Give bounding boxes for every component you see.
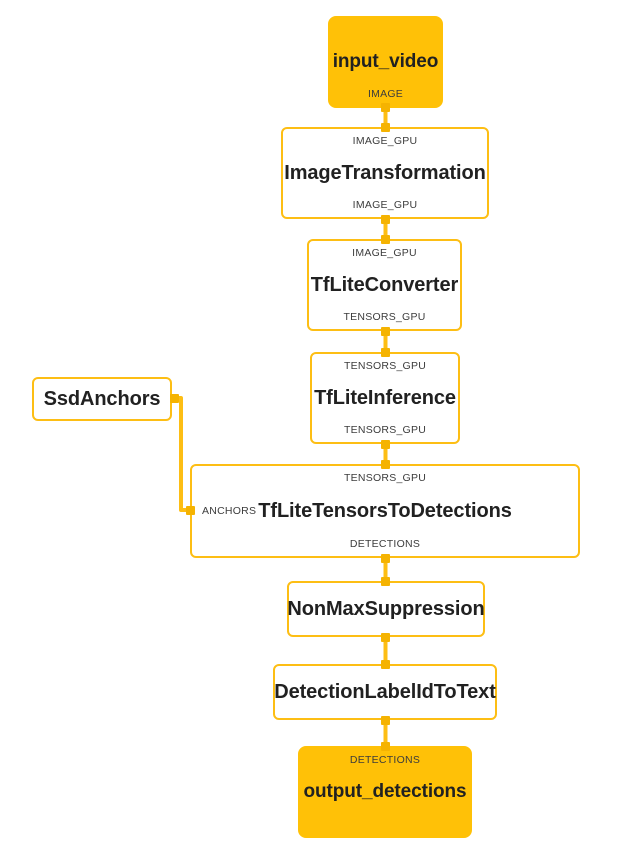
node-ssd-anchors-label: SsdAnchors xyxy=(43,387,161,410)
node-input-video-label: input_video xyxy=(332,51,439,73)
port-dot-tflite-converter-in xyxy=(381,235,390,244)
node-tflite-inference-label: TfLiteInference xyxy=(314,386,456,409)
port-dot-tensors-to-detections-in xyxy=(381,460,390,469)
port-dot-output-detections-in xyxy=(381,742,390,751)
port-dot-tensors-to-detections-out xyxy=(381,554,390,563)
node-detection-label-id-to-text[interactable]: DetectionLabelIdToText xyxy=(273,664,497,720)
node-output-detections[interactable]: DETECTIONS output_detections xyxy=(298,746,472,838)
port-dot-image-transformation-in xyxy=(381,123,390,132)
node-non-max-suppression[interactable]: NonMaxSuppression xyxy=(287,581,485,637)
node-image-transformation[interactable]: IMAGE_GPU ImageTransformation IMAGE_GPU xyxy=(281,127,489,219)
port-dot-nms-out xyxy=(381,633,390,642)
port-dot-tflite-inference-in xyxy=(381,348,390,357)
node-input-video[interactable]: input_video IMAGE xyxy=(328,16,443,108)
node-tflite-tensors-to-detections[interactable]: TENSORS_GPU ANCHORS TfLiteTensorsToDetec… xyxy=(190,464,580,558)
port-dot-input-video-out xyxy=(381,103,390,112)
port-dot-detection-label-id-to-text-out xyxy=(381,716,390,725)
port-dot-tflite-inference-out xyxy=(381,440,390,449)
port-dot-tensors-to-detections-anchors-in xyxy=(186,506,195,515)
edge-ssd-anchors-to-anchors-input xyxy=(176,396,190,512)
node-tflite-tensors-to-detections-label: TfLiteTensorsToDetections xyxy=(258,499,512,522)
node-ssd-anchors[interactable]: SsdAnchors xyxy=(32,377,172,421)
node-non-max-suppression-label: NonMaxSuppression xyxy=(287,597,485,620)
port-dot-ssd-anchors-out xyxy=(170,394,179,403)
node-image-transformation-input-port-label: IMAGE_GPU xyxy=(352,135,418,147)
node-tflite-inference-input-port-label: TENSORS_GPU xyxy=(343,360,427,372)
port-dot-detection-label-id-to-text-in xyxy=(381,660,390,669)
node-image-transformation-output-port-label: IMAGE_GPU xyxy=(352,199,418,211)
node-tflite-tensors-to-detections-output-port-label: DETECTIONS xyxy=(349,538,421,550)
node-tflite-converter-input-port-label: IMAGE_GPU xyxy=(352,247,417,259)
node-tflite-converter[interactable]: IMAGE_GPU TfLiteConverter TENSORS_GPU xyxy=(307,239,462,331)
port-dot-image-transformation-out xyxy=(381,215,390,224)
node-tflite-inference-output-port-label: TENSORS_GPU xyxy=(343,424,427,436)
node-tflite-converter-label: TfLiteConverter xyxy=(310,273,459,296)
node-tflite-tensors-to-detections-side-input-port-label: ANCHORS xyxy=(202,505,257,517)
node-tflite-converter-output-port-label: TENSORS_GPU xyxy=(343,311,426,323)
node-output-detections-label: output_detections xyxy=(303,781,467,803)
node-tflite-inference[interactable]: TENSORS_GPU TfLiteInference TENSORS_GPU xyxy=(310,352,460,444)
port-dot-tflite-converter-out xyxy=(381,327,390,336)
node-tflite-tensors-to-detections-input-port-label: TENSORS_GPU xyxy=(343,472,427,484)
port-dot-nms-in xyxy=(381,577,390,586)
node-image-transformation-label: ImageTransformation xyxy=(284,161,486,184)
node-input-video-output-port-label: IMAGE xyxy=(367,88,404,100)
node-output-detections-input-port-label: DETECTIONS xyxy=(349,754,421,766)
node-detection-label-id-to-text-label: DetectionLabelIdToText xyxy=(274,680,496,703)
